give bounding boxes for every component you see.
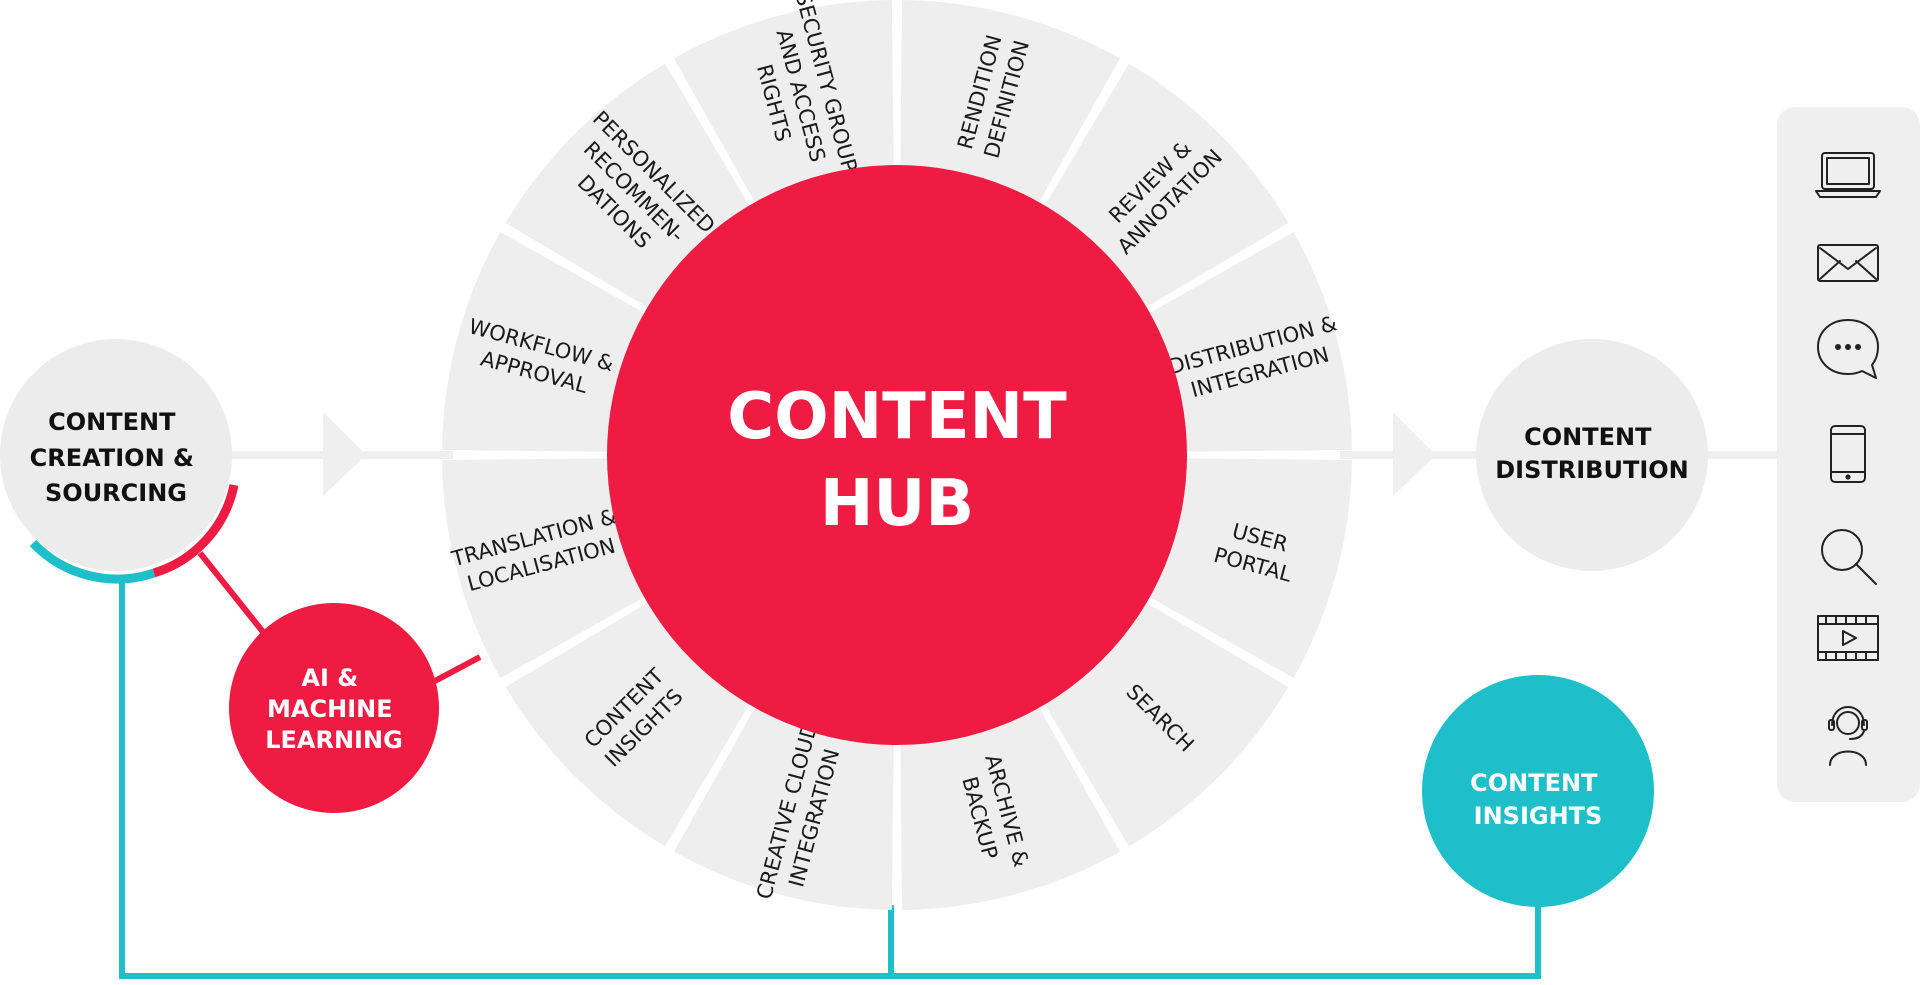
laptop-icon <box>1815 152 1881 198</box>
wheel-segment-workflow <box>442 231 649 452</box>
wheel-segment-content-insights <box>505 600 752 847</box>
wheel-segment-rendition <box>900 0 1121 207</box>
ai-label-line1: AI & <box>301 664 358 692</box>
channels-panel <box>1777 107 1920 802</box>
email-icon <box>1817 244 1879 282</box>
connector-hub-to-distribution <box>1340 412 1480 496</box>
chat-icon <box>1817 319 1879 379</box>
wheel-segment-security <box>673 0 894 207</box>
svg-text:CONTENT DISTRIBUTION: CONTENT DISTRIBUTION <box>1495 423 1689 484</box>
wheel-segment-search <box>1042 600 1289 847</box>
wheel-segment-review <box>1042 63 1289 310</box>
creation-red-arc <box>152 484 239 578</box>
distribution-label-line2: DISTRIBUTION <box>1495 456 1689 484</box>
content-distribution-node: CONTENT DISTRIBUTION <box>1476 339 1708 571</box>
wheel-segment-personalized <box>505 63 752 310</box>
ai-label-line2: MACHINE <box>267 695 393 723</box>
ai-label-line3: LEARNING <box>265 726 403 754</box>
hub-title-line2: HUB <box>820 467 974 541</box>
connector-creation-to-hub <box>225 412 453 496</box>
ai-connector-lines <box>197 551 482 685</box>
svg-text:AI & MACHINE LEARN: AI & MACHINE LEARNING <box>265 664 403 754</box>
creation-label-line2: CREATION & <box>30 444 194 472</box>
insights-label-line2: INSIGHTS <box>1474 802 1603 830</box>
creation-label-line3: SOURCING <box>45 479 187 507</box>
svg-text:CONTENT CREATION &: CONTENT CREATION & SOURCING <box>30 408 203 507</box>
insights-feedback-lines <box>119 580 1541 979</box>
mobile-icon <box>1830 425 1866 483</box>
wheel-segment-user-portal <box>1145 458 1352 679</box>
support-agent-icon <box>1828 706 1868 766</box>
hub-title-line1: CONTENT <box>727 380 1067 454</box>
creation-label-line1: CONTENT <box>48 408 176 436</box>
distribution-label-line1: CONTENT <box>1524 423 1652 451</box>
search-icon <box>1821 529 1877 585</box>
content-creation-node: CONTENT CREATION & SOURCING <box>0 339 239 584</box>
svg-text:CONTENT INSIGHTS: CONTENT INSIGHTS <box>1470 769 1606 830</box>
wheel-segment-distribution <box>1145 231 1352 452</box>
wheel-segment-translation <box>442 458 649 679</box>
content-hub-circle <box>607 165 1187 745</box>
creation-teal-arc <box>29 539 156 584</box>
connector-distribution-to-channels <box>1700 451 1782 459</box>
ai-machine-learning-node: AI & MACHINE LEARNING <box>229 603 439 813</box>
wheel-segment-archive <box>900 703 1121 910</box>
wheel-segment-creative-cloud <box>673 703 894 910</box>
insights-label-line1: CONTENT <box>1470 769 1598 797</box>
content-insights-node: CONTENT INSIGHTS <box>1422 675 1654 907</box>
video-icon <box>1817 615 1879 661</box>
